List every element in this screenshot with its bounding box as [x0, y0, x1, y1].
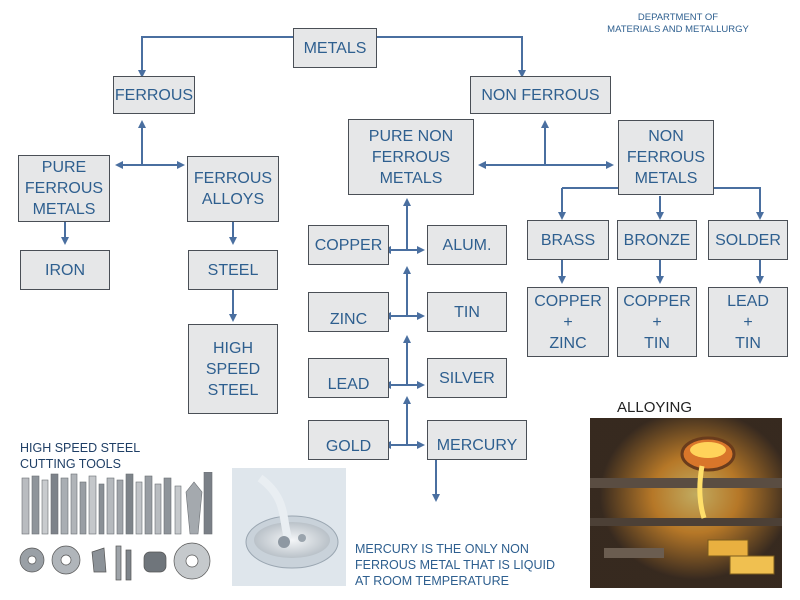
- box-pure-non-ferrous-metals: PURE NON FERROUS METALS: [348, 119, 474, 195]
- box-bronze: BRONZE: [617, 220, 697, 260]
- box-mercury: MERCURY: [427, 420, 527, 460]
- mercury-photo: [232, 468, 346, 586]
- box-ferrous: FERROUS: [113, 76, 195, 114]
- box-non-ferrous-metals: NON FERROUS METALS: [618, 120, 714, 195]
- box-tin: TIN: [427, 292, 507, 332]
- box-brass: BRASS: [527, 220, 609, 260]
- box-brass-composition: COPPER + ZINC: [527, 287, 609, 357]
- box-bronze-composition: COPPER + TIN: [617, 287, 697, 357]
- box-gold: GOLD: [308, 420, 389, 460]
- department-label: DEPARTMENT OF MATERIALS AND METALLURGY: [607, 12, 749, 35]
- box-zinc: ZINC: [308, 292, 389, 332]
- box-pure-ferrous-metals: PURE FERROUS METALS: [18, 155, 110, 222]
- alloying-photo: [590, 418, 782, 588]
- box-silver: SILVER: [427, 358, 507, 398]
- alloying-title: ALLOYING: [617, 399, 693, 416]
- hss-tools-caption: HIGH SPEED STEEL CUTTING TOOLS: [20, 441, 141, 471]
- box-steel: STEEL: [188, 250, 278, 290]
- box-solder-composition: LEAD + TIN: [708, 287, 788, 357]
- box-non-ferrous: NON FERROUS: [470, 76, 611, 114]
- box-solder: SOLDER: [708, 220, 788, 260]
- box-high-speed-steel: HIGH SPEED STEEL: [188, 324, 278, 414]
- box-ferrous-alloys: FERROUS ALLOYS: [187, 156, 279, 222]
- box-iron: IRON: [20, 250, 110, 290]
- cutting-tools-image: [19, 472, 213, 581]
- box-metals: METALS: [293, 28, 377, 68]
- mercury-note: MERCURY IS THE ONLY NON FERROUS METAL TH…: [355, 542, 556, 588]
- box-copper: COPPER: [308, 225, 389, 265]
- box-lead: LEAD: [308, 358, 389, 398]
- box-alum: ALUM.: [427, 225, 507, 265]
